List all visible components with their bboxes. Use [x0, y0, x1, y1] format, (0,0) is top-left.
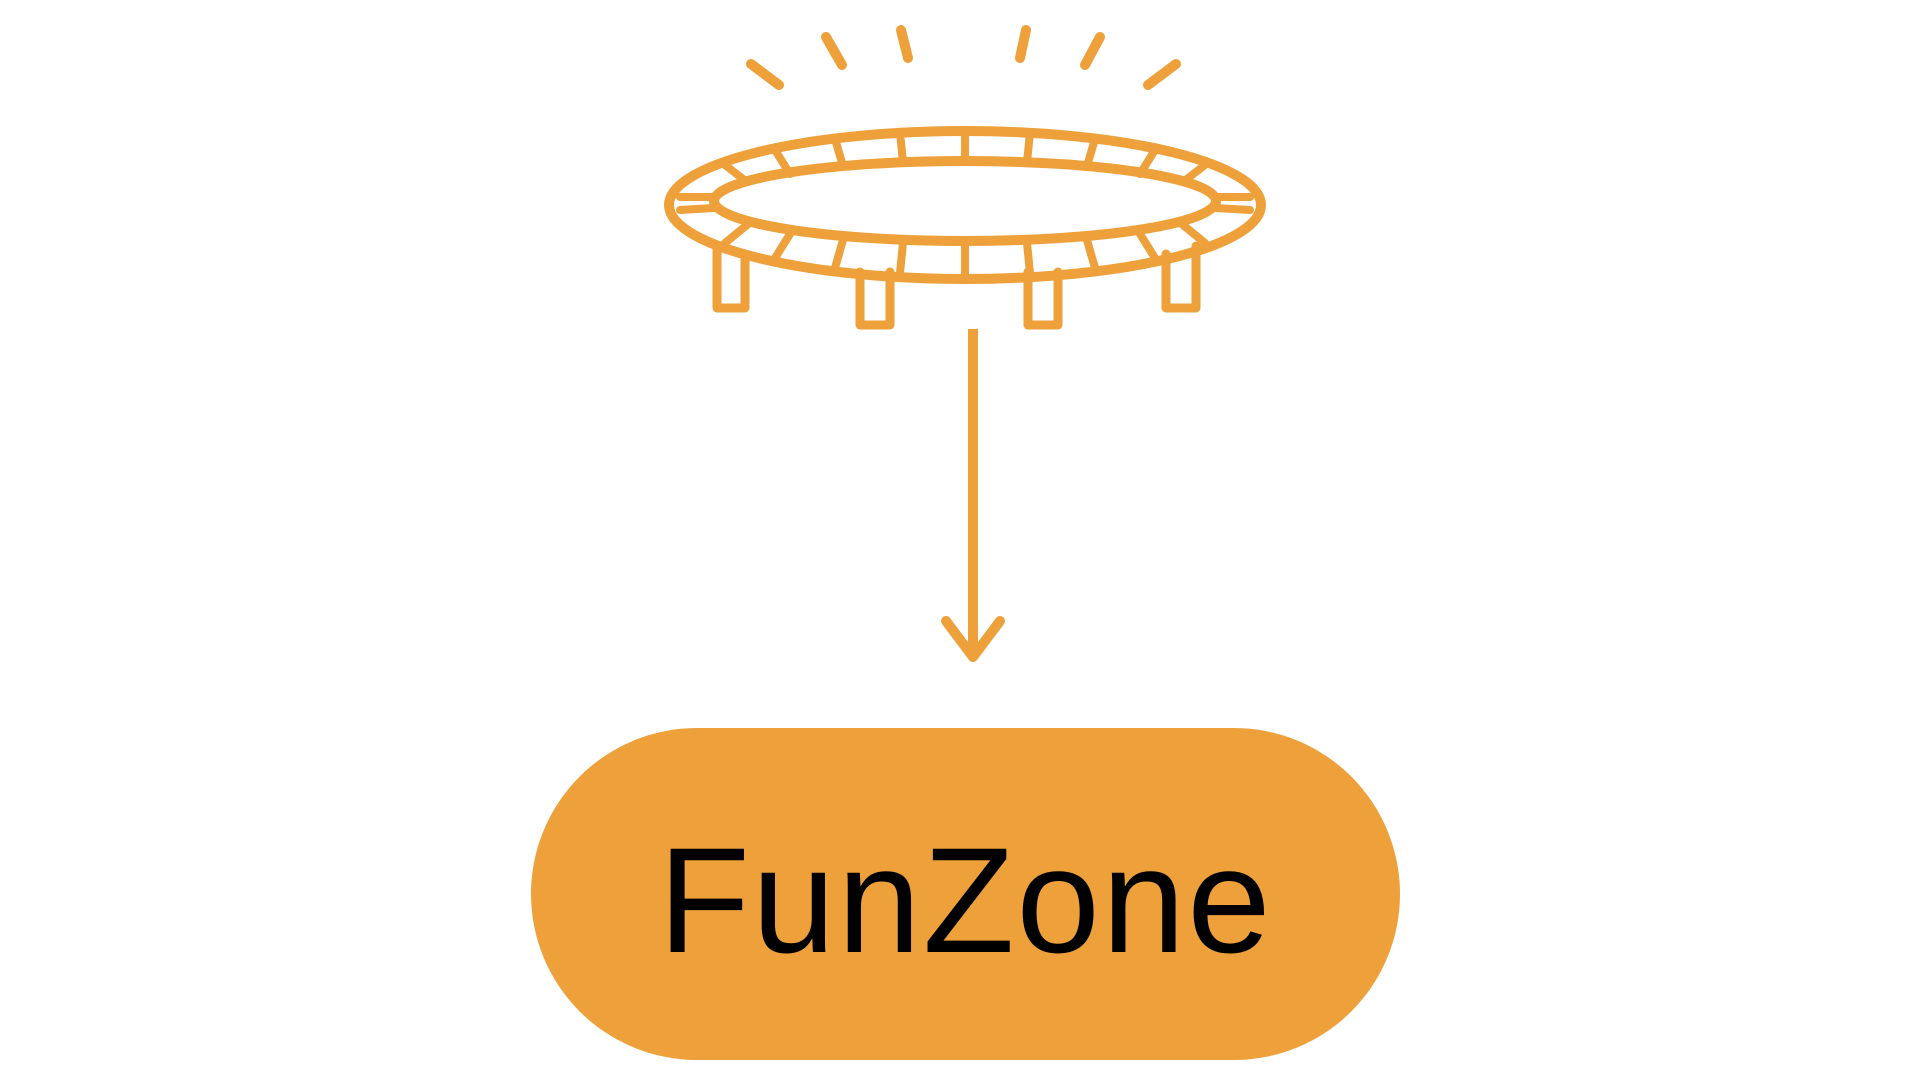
brand-badge: FunZone	[531, 728, 1400, 1060]
bounce-rays	[746, 25, 1181, 90]
trampoline-legs	[712, 241, 1201, 330]
arrow-down-icon	[941, 329, 1005, 662]
springs	[676, 128, 1254, 278]
brand-name: FunZone	[658, 816, 1273, 984]
